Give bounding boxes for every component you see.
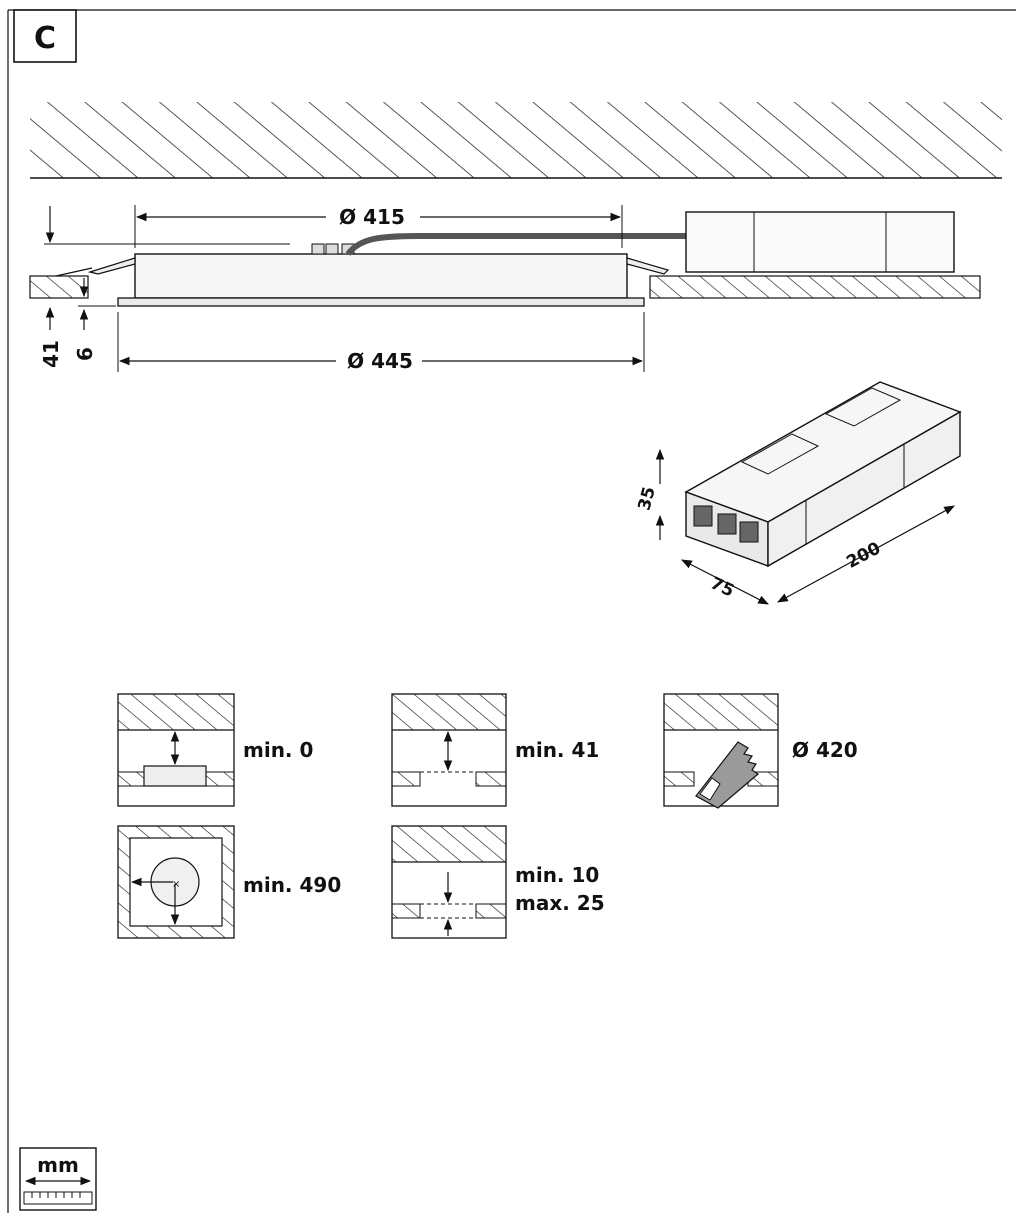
cable — [345, 233, 686, 256]
height-total-label: 41 — [39, 340, 63, 368]
dim-inner-diameter: Ø 415 — [134, 205, 623, 248]
tile-cutout: Ø 420 — [663, 693, 858, 809]
driver-isometric — [684, 381, 962, 568]
min-spacing-label: min. 490 — [243, 873, 341, 897]
outer-diameter-label: Ø 445 — [347, 349, 413, 373]
height-rim-label: 6 — [73, 347, 97, 361]
unit-label: mm — [37, 1153, 79, 1177]
dim-heights: 41 6 — [39, 206, 290, 368]
ceiling-min-label: min. 10 — [515, 863, 599, 887]
luminaire-section — [55, 243, 670, 307]
ceiling-slab — [30, 102, 1002, 179]
section-label: C — [34, 21, 56, 56]
tile-ceiling-thickness: min. 10 max. 25 — [391, 825, 605, 939]
driver-box-side — [685, 211, 955, 273]
driver-height-label: 35 — [634, 485, 659, 513]
page-frame — [7, 9, 1016, 1213]
driver-width-label: 75 — [707, 573, 737, 601]
section-label-box: C — [13, 9, 77, 63]
cutout-label: Ø 420 — [792, 738, 858, 762]
min-clearance-label: min. 0 — [243, 738, 313, 762]
inner-diameter-label: Ø 415 — [339, 205, 405, 229]
suspended-ceiling-left — [29, 275, 89, 299]
dim-outer-diameter: Ø 445 — [117, 312, 645, 373]
ceiling-max-label: max. 25 — [515, 891, 605, 915]
tile-min-cavity: min. 41 — [391, 693, 599, 807]
saw-icon — [695, 741, 759, 809]
min-cavity-label: min. 41 — [515, 738, 599, 762]
svg-text:×: × — [172, 879, 180, 890]
unit-badge: mm — [19, 1147, 97, 1211]
driver-length-label: 200 — [843, 538, 884, 572]
tile-min-spacing: × min. 490 — [117, 825, 341, 939]
suspended-ceiling-right — [649, 275, 981, 299]
tile-min-clearance: min. 0 — [117, 693, 313, 807]
